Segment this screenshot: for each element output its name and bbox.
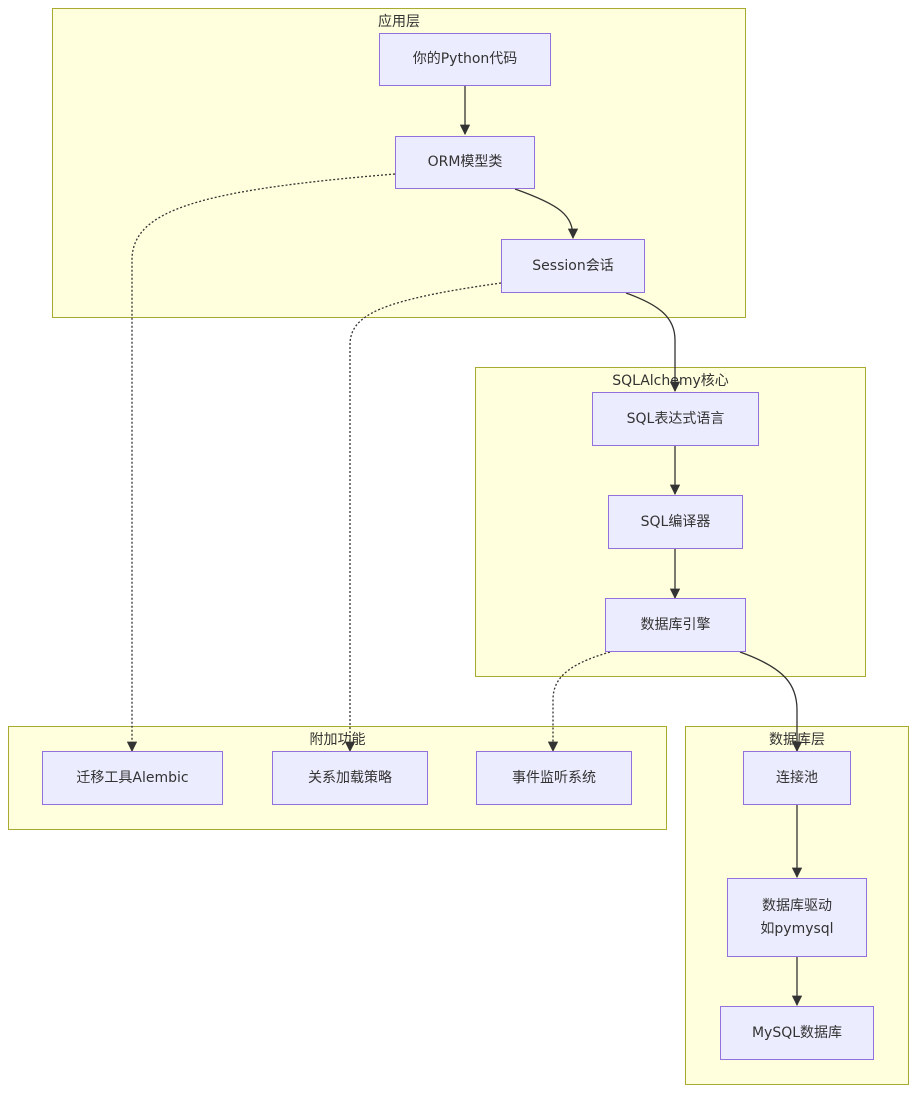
node-sql-compiler: SQL编译器 bbox=[608, 495, 743, 549]
cluster-title-database-layer: 数据库层 bbox=[769, 732, 825, 748]
node-session: Session会话 bbox=[501, 239, 645, 293]
node-loading-strategy: 关系加载策略 bbox=[272, 751, 428, 805]
node-connection-pool: 连接池 bbox=[743, 751, 851, 805]
cluster-title-addon-features: 附加功能 bbox=[309, 732, 366, 748]
node-event-system: 事件监听系统 bbox=[476, 751, 632, 805]
node-orm-model: ORM模型类 bbox=[395, 136, 535, 189]
cluster-title-application-layer: 应用层 bbox=[378, 14, 420, 30]
node-mysql-database: MySQL数据库 bbox=[720, 1006, 874, 1060]
node-sql-expression: SQL表达式语言 bbox=[592, 392, 759, 446]
node-python-code: 你的Python代码 bbox=[379, 33, 551, 86]
node-alembic: 迁移工具Alembic bbox=[42, 751, 223, 805]
node-database-driver: 数据库驱动 如pymysql bbox=[727, 878, 867, 957]
node-database-engine: 数据库引擎 bbox=[605, 598, 746, 652]
cluster-title-sqlalchemy-core: SQLAlchemy核心 bbox=[612, 373, 729, 389]
